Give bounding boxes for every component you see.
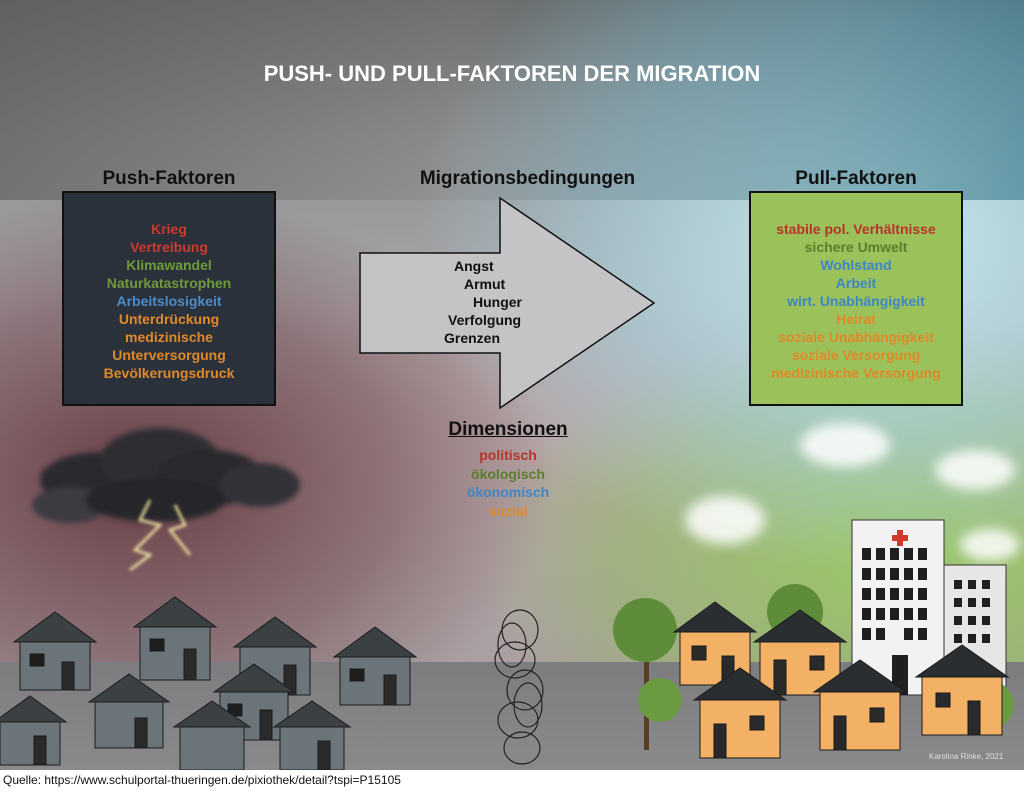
push-factor-item: Bevölkerungsdruck (103, 365, 235, 381)
dimension-item: ökonomisch (466, 484, 550, 500)
dimension-item: ökologisch (471, 465, 545, 482)
pull-factor-item: sichere Umwelt (804, 239, 908, 255)
dimensions-list: politisch ökologisch ökonomisch sozial (395, 446, 621, 520)
condition-item: Angst (454, 258, 494, 274)
source-caption: Quelle: https://www.schulportal-thuering… (3, 773, 401, 787)
intact-houses (672, 601, 1010, 759)
condition-item: Armut (464, 276, 506, 292)
barbed-wire-icon (494, 609, 544, 765)
storm-cloud-icon (32, 428, 300, 523)
push-factor-item: Unterdrückung (118, 311, 220, 327)
hospital-windows (862, 548, 990, 695)
condition-item: Verfolgung (448, 312, 522, 328)
destroyed-houses (0, 596, 418, 770)
push-factor-item: Klimawandel (126, 257, 212, 273)
push-factor-item: Unterversorgung (112, 347, 226, 363)
dimension-item: politisch (479, 447, 537, 463)
push-factor-item: Krieg (151, 221, 187, 237)
pull-factor-item: Heirat (836, 311, 876, 327)
migration-conditions-heading: Migrationsbedingungen (419, 168, 636, 189)
pull-factors-box: stabile pol. Verhältnisse sichere Umwelt… (749, 191, 963, 406)
push-factor-item: medizinische (125, 329, 213, 345)
diagram-canvas: PUSH- UND PULL-FAKTOREN DER MIGRATION Pu… (0, 0, 1024, 770)
author-credit: Karolina Rinke, 2021 (929, 752, 1004, 761)
pull-factor-item: wirt. Unabhängigkeit (787, 293, 925, 309)
diagram-title: PUSH- UND PULL-FAKTOREN DER MIGRATION (263, 61, 761, 86)
pull-factor-item: medizinische Versorgung (771, 365, 941, 381)
pull-factor-item: Wohlstand (820, 257, 892, 273)
condition-item: Grenzen (444, 330, 501, 346)
pull-factor-item: soziale Unabhängigkeit (778, 329, 934, 345)
dimension-item: sozial (488, 502, 528, 519)
pull-factor-item: soziale Versorgung (791, 347, 921, 363)
push-factor-item: Naturkatastrophen (106, 275, 232, 291)
condition-item: Hunger (473, 294, 522, 310)
pull-factor-item: stabile pol. Verhältnisse (776, 221, 936, 237)
push-factors-heading: Push-Faktoren (102, 168, 236, 189)
push-factor-item: Vertreibung (130, 239, 208, 255)
pull-factor-item: Arbeit (835, 275, 877, 291)
lightning-icon (129, 499, 191, 571)
cloud-icon (685, 423, 1020, 561)
illustration-scene (0, 423, 1020, 770)
push-factors-box: Krieg Vertreibung Klimawandel Naturkatas… (62, 191, 276, 406)
pull-factors-heading: Pull-Faktoren (795, 168, 917, 189)
push-factor-item: Arbeitslosigkeit (116, 293, 222, 309)
dimensions-heading: Dimensionen (448, 419, 568, 440)
migration-arrow-icon (359, 196, 656, 410)
